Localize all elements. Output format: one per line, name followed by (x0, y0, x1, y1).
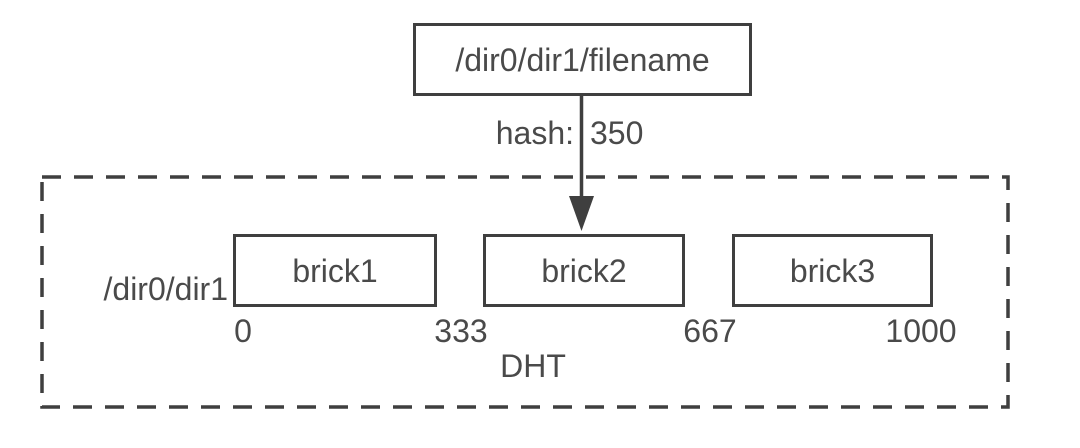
dht-boundary-dashed-rect (40, 175, 1010, 409)
brick1-node: brick1 (233, 234, 437, 307)
brick3-label: brick3 (789, 252, 876, 289)
hash-label-prefix: hash: (495, 115, 574, 151)
hash-value: 350 (590, 115, 644, 151)
range-tick-667: 667 (683, 313, 737, 349)
brick2-node: brick2 (483, 234, 685, 307)
brick2-label: brick2 (541, 252, 627, 289)
hash-arrow-head (569, 196, 594, 231)
range-tick-1000: 1000 (885, 313, 957, 349)
file-path-label: /dir0/dir1/filename (455, 41, 710, 78)
directory-range-label: /dir0/dir1 (103, 271, 229, 307)
file-path-node: /dir0/dir1/filename (413, 23, 752, 96)
brick1-label: brick1 (292, 252, 378, 289)
range-tick-333: 333 (434, 313, 488, 349)
range-tick-0: 0 (234, 313, 252, 349)
dht-caption: DHT (500, 348, 566, 384)
brick3-node: brick3 (732, 234, 933, 307)
